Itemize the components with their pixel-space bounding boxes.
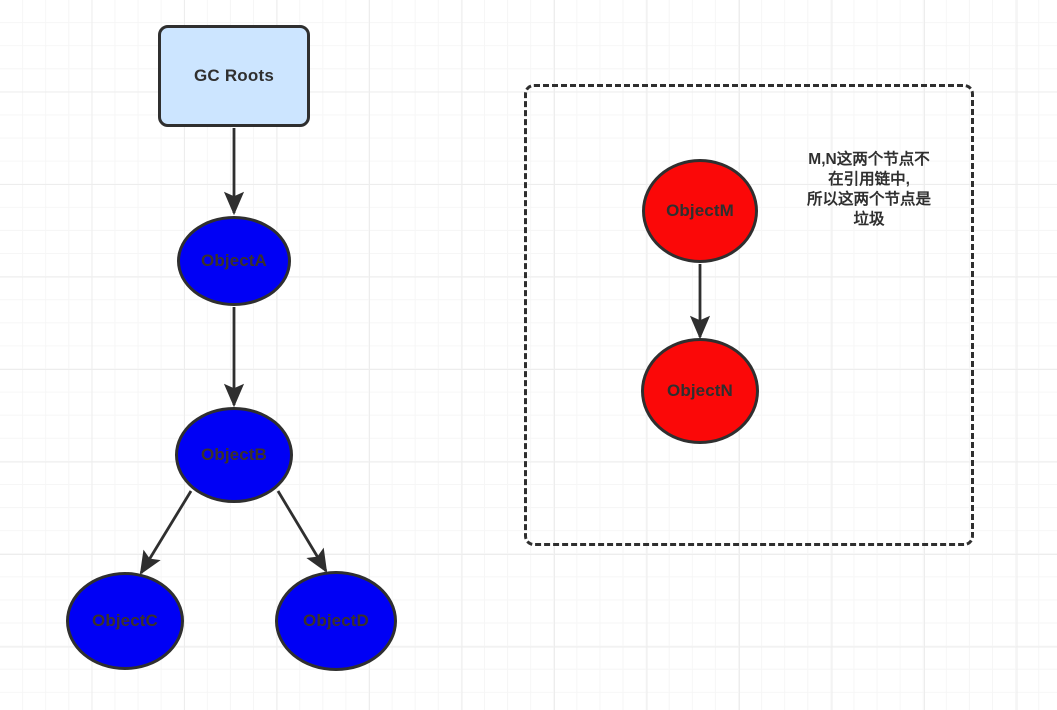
node-objectb-label: ObjectB [201, 445, 267, 464]
node-objectb[interactable]: ObjectB [175, 407, 293, 503]
gc-roots-box[interactable]: GC Roots [158, 25, 310, 127]
node-objecta[interactable]: ObjectA [177, 216, 291, 306]
garbage-annotation-text: M,N这两个节点不 在引用链中, 所以这两个节点是 垃圾 [806, 151, 931, 229]
node-objectm-label: ObjectM [666, 201, 734, 220]
edge-objectb-to-objectc [139, 490, 193, 575]
node-objectd-label: ObjectD [303, 611, 369, 630]
node-objectd[interactable]: ObjectD [275, 571, 397, 671]
node-objecta-label: ObjectA [201, 251, 267, 270]
garbage-region-box [524, 84, 974, 546]
edge-objectb-to-objectd [276, 490, 328, 573]
node-objectc[interactable]: ObjectC [66, 572, 184, 670]
node-objectn[interactable]: ObjectN [641, 338, 759, 444]
node-objectc-label: ObjectC [92, 611, 158, 630]
node-objectn-label: ObjectN [667, 381, 733, 400]
gc-roots-label: GC Roots [194, 66, 274, 85]
node-objectm[interactable]: ObjectM [642, 159, 758, 263]
